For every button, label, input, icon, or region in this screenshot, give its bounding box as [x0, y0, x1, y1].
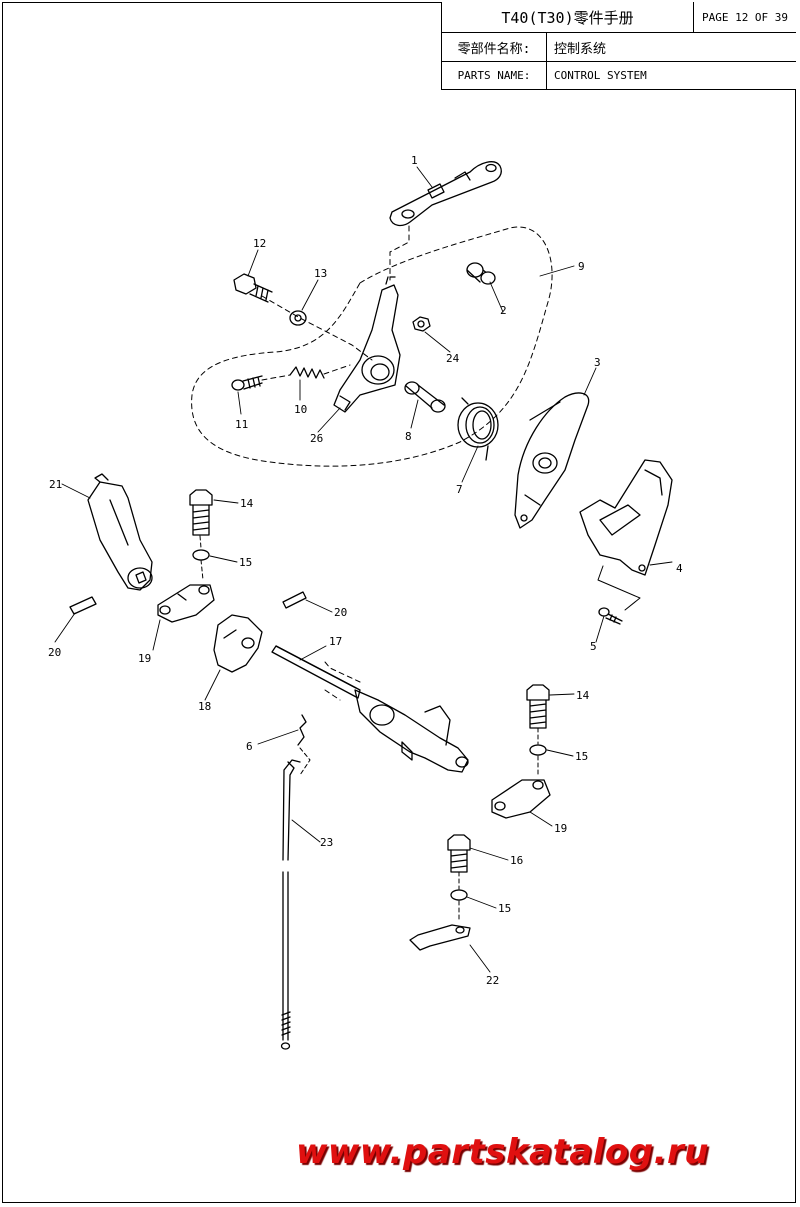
- part-8-sleeve: [404, 381, 446, 413]
- part-20-pin-right: [282, 591, 307, 609]
- part-2-bushing: [466, 262, 496, 285]
- parts-name-label-en: PARTS NAME:: [442, 62, 547, 89]
- watermark: www.partskatalog.ru: [296, 1132, 710, 1172]
- part-21-lever-arm: [87, 473, 153, 591]
- callout-17: 17: [329, 635, 342, 648]
- part-20-pin-left: [69, 596, 97, 615]
- callout-18: 18: [198, 700, 211, 713]
- title-block: T40(T30)零件手册 PAGE 12 OF 39 零部件名称: 控制系统 P…: [441, 2, 796, 90]
- part-12-bolt: [233, 273, 273, 303]
- parts-name-label-cn: 零部件名称:: [442, 33, 547, 61]
- callout-9: 9: [578, 260, 585, 273]
- part-17-shaft: [271, 645, 469, 773]
- callout-24: 24: [446, 352, 460, 365]
- callout-11: 11: [235, 418, 248, 431]
- manual-title: T40(T30)零件手册: [442, 2, 694, 32]
- callout-23: 23: [320, 836, 333, 849]
- callout-13: 13: [314, 267, 327, 280]
- callout-20-right: 20: [334, 606, 347, 619]
- callout-10: 10: [294, 403, 307, 416]
- part-14-bolt-left: [189, 489, 213, 536]
- part-19-clamp-right: [491, 779, 551, 819]
- part-7-spring: [457, 397, 499, 461]
- callout-4: 4: [676, 562, 683, 575]
- parts-name-value-en: CONTROL SYSTEM: [554, 69, 647, 82]
- callout-6: 6: [246, 740, 253, 753]
- callout-26: 26: [310, 432, 323, 445]
- name-row-en: PARTS NAME: CONTROL SYSTEM: [442, 62, 796, 89]
- callout-1: 1: [411, 154, 418, 167]
- callout-14-right: 14: [576, 689, 590, 702]
- part-10-spring: [289, 366, 325, 379]
- callout-21: 21: [49, 478, 62, 491]
- callout-16: 16: [510, 854, 523, 867]
- parts-name-value-cn: 控制系统: [554, 41, 607, 57]
- callout-12: 12: [253, 237, 266, 250]
- callout-2: 2: [500, 304, 507, 317]
- part-4-bracket: [579, 459, 673, 576]
- part-16-bolt: [447, 834, 471, 873]
- part-19-clamp-left: [157, 584, 215, 623]
- part-23-rod: [280, 759, 301, 1050]
- part-22-plate: [409, 924, 471, 951]
- part-24-nut: [412, 316, 431, 332]
- part-1-link-plate: [389, 161, 502, 227]
- callout-22: 22: [486, 974, 499, 987]
- callout-19-right: 19: [554, 822, 567, 835]
- part-15-washer-right: [529, 744, 547, 756]
- callout-15-right: 15: [575, 750, 588, 763]
- part-26-lever: [333, 276, 401, 413]
- part-18-lever: [213, 614, 263, 673]
- part-11-screw: [231, 375, 263, 391]
- callout-7: 7: [456, 483, 463, 496]
- callout-20-left: 20: [48, 646, 61, 659]
- callout-15-bottom: 15: [498, 902, 511, 915]
- part-14-bolt-right: [526, 684, 550, 729]
- title-row: T40(T30)零件手册 PAGE 12 OF 39: [442, 2, 796, 33]
- part-6-clip: [297, 714, 307, 746]
- callout-19-left: 19: [138, 652, 151, 665]
- part-15-washer-bottom: [450, 889, 468, 901]
- assembly-group-outline: [191, 226, 553, 467]
- callout-3: 3: [594, 356, 601, 369]
- name-row-cn: 零部件名称: 控制系统: [442, 33, 796, 62]
- callout-14-left: 14: [240, 497, 254, 510]
- callout-8: 8: [405, 430, 412, 443]
- part-15-washer-left: [192, 549, 210, 561]
- part-13-washer: [289, 310, 307, 326]
- callout-5: 5: [590, 640, 597, 653]
- part-3-throttle-cam: [514, 392, 590, 529]
- callout-15-left: 15: [239, 556, 252, 569]
- page-number: PAGE 12 OF 39: [701, 10, 789, 24]
